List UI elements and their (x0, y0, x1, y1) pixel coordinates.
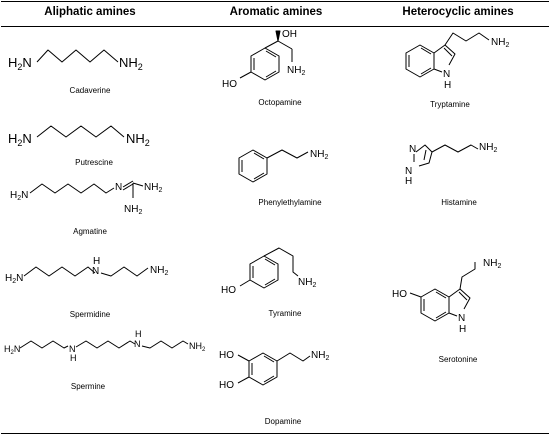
svg-text:H2N: H2N (10, 190, 28, 202)
svg-text:H2N: H2N (5, 273, 23, 285)
svg-text:H: H (405, 176, 412, 187)
svg-text:H: H (459, 324, 466, 335)
svg-text:NH2: NH2 (298, 277, 316, 289)
dopamine-label: Dopamine (264, 417, 302, 426)
tyramine-label: Tyramine (268, 309, 302, 318)
svg-text:H: H (70, 353, 77, 363)
svg-text:H2N: H2N (8, 55, 32, 72)
putrescine-label: Putrescine (75, 158, 113, 167)
svg-text:NH2: NH2 (119, 55, 143, 72)
svg-text:NH2: NH2 (189, 341, 206, 353)
svg-text:N: N (92, 266, 99, 277)
svg-text:N: N (134, 339, 141, 349)
svg-text:N: N (69, 344, 76, 354)
svg-text:NH2: NH2 (310, 149, 328, 161)
header-divider (1, 26, 549, 27)
header-aromatic: Aromatic amines (229, 6, 323, 18)
header-aliphatic: Aliphatic amines (44, 6, 136, 18)
svg-text:HO: HO (219, 380, 234, 391)
svg-text:NH2: NH2 (144, 182, 162, 194)
svg-text:N: N (115, 182, 122, 193)
svg-text:HO: HO (219, 350, 234, 361)
svg-text:N: N (458, 313, 465, 324)
svg-text:NH2: NH2 (311, 350, 329, 362)
cadaverine-label: Cadaverine (69, 86, 111, 95)
svg-text:H2N: H2N (4, 344, 20, 356)
histamine-label: Histamine (441, 198, 477, 207)
agmatine-label: Agmatine (73, 227, 107, 236)
header-heterocyclic: Heterocyclic amines (402, 6, 514, 18)
svg-text:HO: HO (392, 289, 407, 300)
svg-text:N: N (409, 144, 416, 155)
svg-text:N: N (405, 166, 412, 177)
octopamine-label: Octopamine (258, 98, 302, 107)
spermine-label: Spermine (70, 382, 106, 391)
svg-text:NH2: NH2 (124, 204, 142, 216)
svg-text:OH: OH (282, 29, 297, 40)
svg-text:NH2: NH2 (479, 142, 497, 154)
phenylethylamine-label: Phenylethylamine (258, 198, 322, 207)
svg-text:HO: HO (221, 285, 236, 296)
svg-text:H2N: H2N (8, 131, 32, 148)
svg-text:NH2: NH2 (491, 37, 509, 49)
svg-text:NH2: NH2 (126, 131, 150, 148)
svg-text:HO: HO (222, 79, 237, 90)
svg-text:H: H (135, 329, 142, 339)
spermidine-label: Spermidine (69, 310, 111, 319)
svg-text:NH2: NH2 (287, 65, 305, 77)
svg-text:H: H (444, 80, 451, 91)
svg-text:H: H (93, 256, 100, 267)
tryptamine-label: Tryptamine (430, 100, 470, 109)
svg-text:NH2: NH2 (483, 258, 501, 270)
svg-text:N: N (443, 69, 450, 80)
svg-text:NH2: NH2 (150, 265, 168, 277)
serotonine-label: Serotonine (438, 355, 478, 364)
